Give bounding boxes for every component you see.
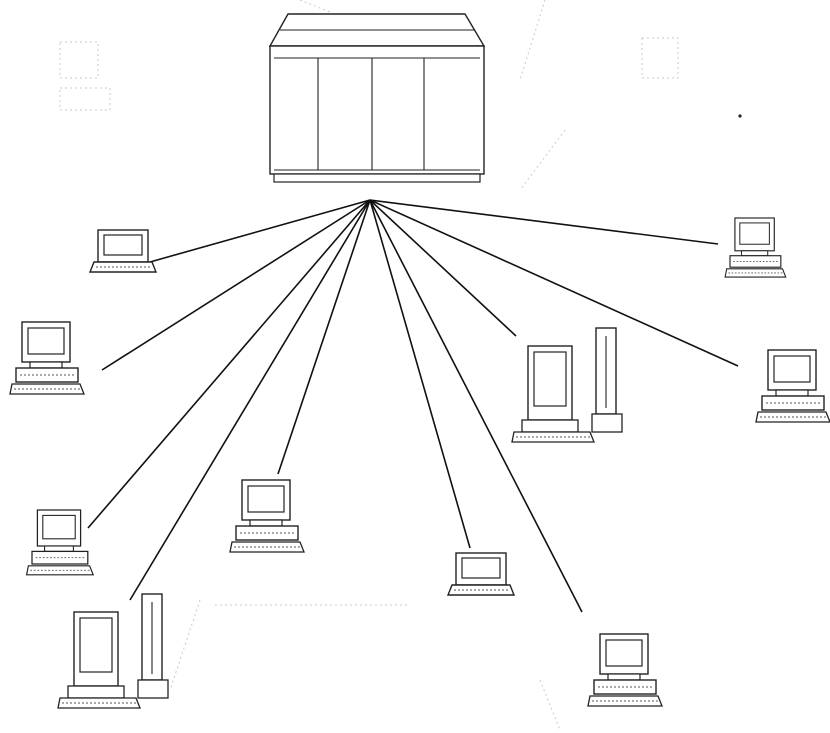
- link-tower-center-right: [369, 199, 517, 337]
- link-desktop-right-top: [369, 199, 719, 245]
- tower-workstation-icon: [57, 593, 169, 709]
- link-laptop-left-top: [149, 199, 371, 263]
- link-desktop-left-small: [87, 199, 371, 529]
- desktop-computer-icon: [755, 349, 830, 423]
- background-watermark: [59, 0, 679, 731]
- desktop-computer-icon: [587, 633, 663, 707]
- link-desktop-center-left: [277, 199, 371, 475]
- desktop-computer-icon: [9, 321, 85, 395]
- laptop-icon: [447, 552, 515, 596]
- link-desktop-right: [369, 199, 739, 367]
- desktop-computer-icon: [724, 217, 787, 278]
- link-laptop-center-bottom: [369, 199, 471, 549]
- tower-workstation-icon: [511, 327, 623, 443]
- link-tower-left-bottom: [129, 199, 371, 601]
- desktop-computer-icon: [25, 509, 94, 576]
- connection-lines: [87, 199, 739, 613]
- desktop-computer-icon: [229, 479, 305, 553]
- laptop-icon: [89, 229, 157, 273]
- scan-speck: [738, 114, 742, 118]
- link-desktop-left-upper: [101, 199, 371, 371]
- link-desktop-bottom-right: [369, 199, 583, 613]
- server-cabinet-icon: [268, 13, 486, 183]
